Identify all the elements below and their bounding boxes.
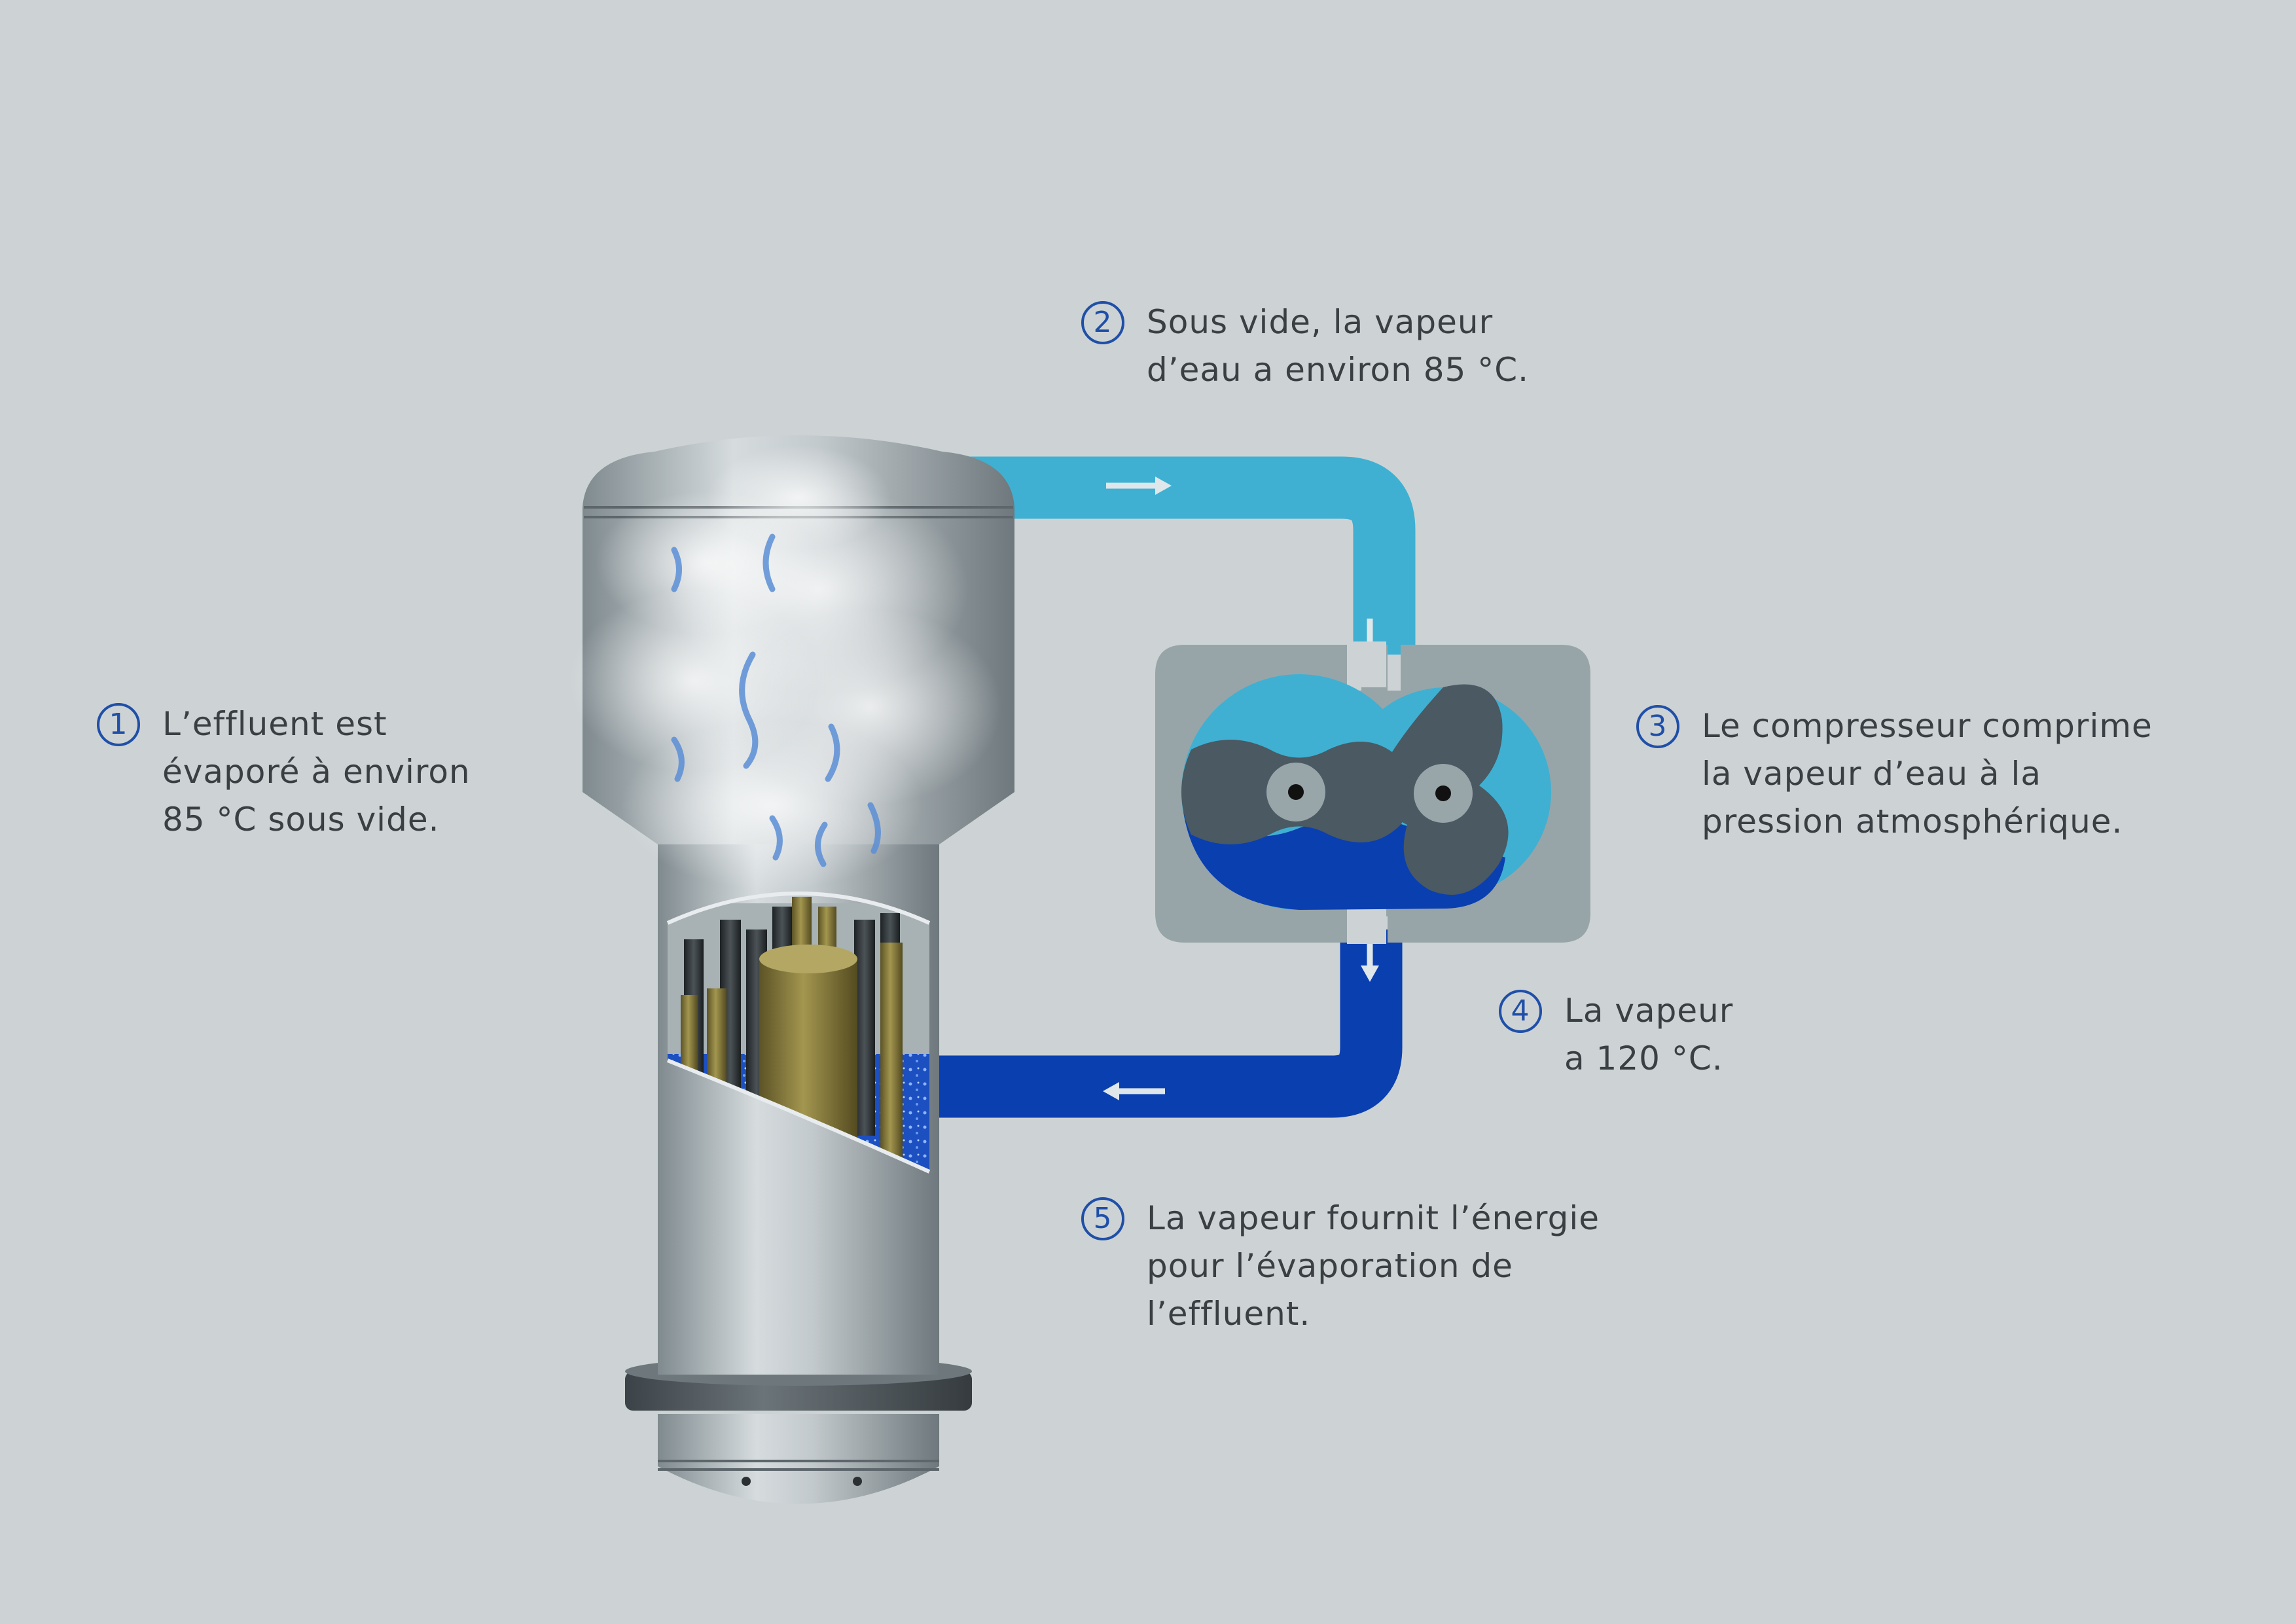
callout-number: 1: [97, 703, 140, 746]
flow-arrow-icon: [1106, 477, 1172, 495]
callout-text: Le compresseur comprime la vapeur d’eau …: [1702, 707, 2153, 840]
callout-5: 5 La vapeur fournit l’énergie pour l’éva…: [1081, 1195, 1600, 1338]
callout-text: Sous vide, la vapeur d’eau a environ 85 …: [1147, 303, 1530, 389]
callout-text: L’effluent est évaporé à environ 85 °C s…: [162, 705, 471, 839]
callout-number: 4: [1499, 990, 1542, 1033]
callout-2: 2 Sous vide, la vapeur d’eau a environ 8…: [1081, 298, 1529, 394]
callout-number: 3: [1636, 705, 1679, 748]
callout-text: La vapeur a 120 °C.: [1564, 992, 1734, 1077]
callout-text: La vapeur fournit l’énergie pour l’évapo…: [1147, 1199, 1600, 1333]
callout-4: 4 La vapeur a 120 °C.: [1499, 987, 1733, 1083]
flow-arrow-icon: [1103, 1082, 1165, 1100]
steam-pipe: [929, 929, 1403, 1118]
callout-number: 5: [1081, 1197, 1124, 1240]
callout-3: 3 Le compresseur comprime la vapeur d’ea…: [1636, 702, 2153, 846]
compressor-icon: [1155, 641, 1590, 944]
vapor-pipe: [969, 456, 1416, 655]
callout-number: 2: [1081, 301, 1124, 344]
callout-1: 1 L’effluent est évaporé à environ 85 °C…: [97, 700, 471, 844]
vacuum-evaporator-icon: [569, 435, 1014, 1504]
